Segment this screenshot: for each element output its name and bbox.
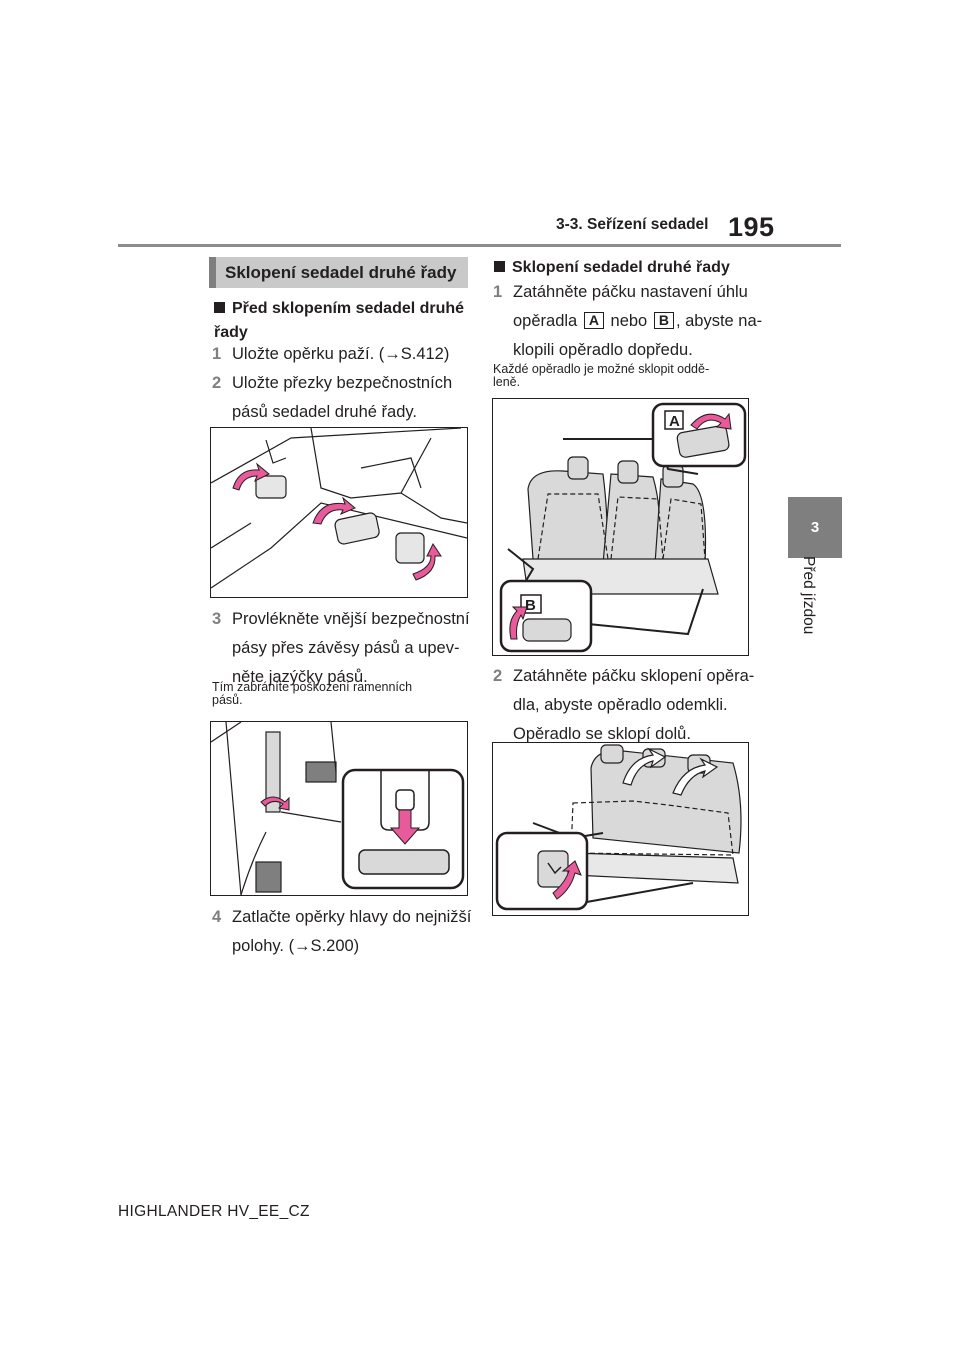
right-step-2: 2 Zatáhněte páčku sklopení opěra-dla, aby… <box>493 662 754 749</box>
footer-model: HIGHLANDER HV_EE_CZ <box>118 1203 310 1220</box>
right-subheading-text: Sklopení sedadel druhé řady <box>512 259 730 276</box>
step-text: Uložte opěrku paží. (→S.412) <box>232 345 450 363</box>
figure-seat-fold-down <box>492 742 749 916</box>
left-step-4: 4 Zatlačte opěrky hlavy do nejnižší polohy… <box>212 903 471 961</box>
step-text: Uložte přezky bezpečnostních <box>232 374 453 392</box>
section-heading: 3-3. Seřízení sedadel <box>556 216 709 233</box>
step-text: klopili opěradlo dopředu. <box>513 341 693 359</box>
label-b-box: B <box>653 312 674 329</box>
figure-seat-buckles <box>210 427 468 598</box>
right-subheading: Sklopení sedadel druhé řady <box>494 256 730 280</box>
step-text: Opěradlo se sklopí dolů. <box>513 725 691 743</box>
section-title: Sklopení sedadel druhé řady <box>209 257 468 288</box>
figure-label-b: B <box>525 597 536 614</box>
step-text: něte jazýčky pásů. <box>232 668 368 686</box>
step-text: Zatáhněte páčku nastavení úhlu <box>513 283 748 301</box>
step-text: Provlékněte vnější bezpečnostní <box>232 610 470 628</box>
figure-seatbelt-hanger <box>210 721 468 896</box>
right-note: Každé opěradlo je možné sklopit oddě-len… <box>493 363 709 389</box>
step-number: 3 <box>212 610 222 628</box>
figure-label-a: A <box>669 413 680 430</box>
left-step-2: 2 Uložte přezky bezpečnostních pásů sedade… <box>212 369 452 427</box>
step-text: Zatlačte opěrky hlavy do nejnižší <box>232 908 472 926</box>
step-number: 1 <box>212 345 222 363</box>
page-number: 195 <box>728 212 775 242</box>
bullet-square-icon <box>214 302 225 313</box>
step-text: pásy přes závěsy pásů a upev- <box>232 639 460 657</box>
note-text: Každé opěradlo je možné sklopit oddě- <box>493 362 710 376</box>
step-text: dla, abyste opěradlo odemkli. <box>513 696 728 714</box>
note-text: Tím zabráníte poškození ramenních <box>212 680 413 694</box>
figure-seat-recline-levers: A B <box>492 398 749 656</box>
step-text: opěradla <box>513 312 582 330</box>
step-text: Zatáhněte páčku sklopení opěra- <box>513 667 755 685</box>
chapter-tab: 3 <box>788 497 842 558</box>
chapter-label: Před jízdou <box>789 556 843 666</box>
note-text: pásů. <box>212 693 243 707</box>
note-text: leně. <box>493 375 521 389</box>
chapter-label-text: Před jízdou <box>800 556 817 635</box>
step-text: pásů sedadel druhé řady. <box>232 403 417 421</box>
step-number: 4 <box>212 908 222 926</box>
step-text: polohy. (→S.200) <box>232 937 360 955</box>
step-number: 2 <box>493 667 503 685</box>
step-text: nebo <box>605 312 652 330</box>
bullet-square-icon <box>494 261 505 272</box>
left-subheading: Před sklopením sedadel druhé řady <box>214 297 474 345</box>
header-rule <box>118 244 841 247</box>
left-subheading-text: Před sklopením sedadel druhé řady <box>214 300 465 341</box>
left-step-3: 3 Provlékněte vnější bezpečnostní pásy pře… <box>212 605 470 692</box>
step-text: , abyste na- <box>675 312 763 330</box>
label-a-box: A <box>583 312 604 329</box>
step-number: 1 <box>493 283 503 301</box>
step-number: 2 <box>212 374 222 392</box>
left-step-1: 1 Uložte opěrku paží. (→S.412) <box>212 340 449 369</box>
